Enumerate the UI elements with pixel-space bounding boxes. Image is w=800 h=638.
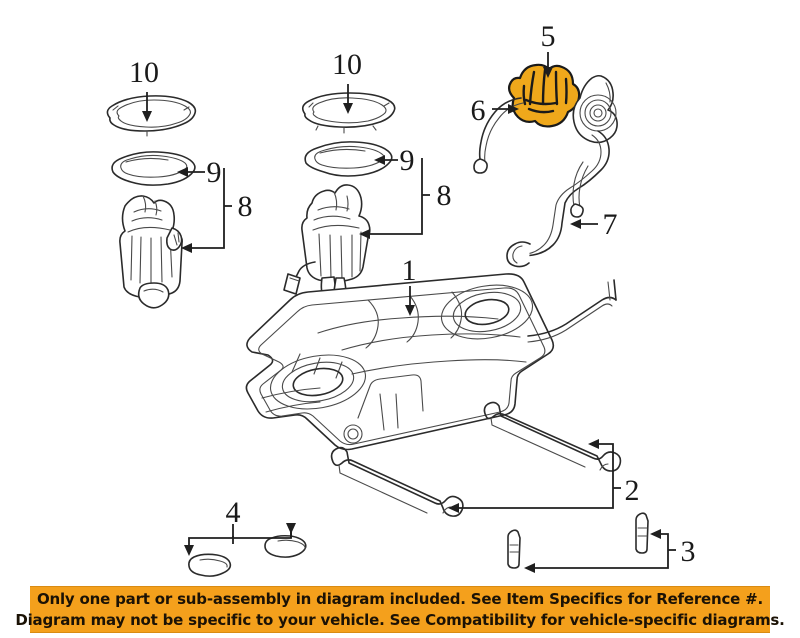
callout-label-5: 5 <box>541 20 556 53</box>
callout-leader-lines <box>142 52 676 573</box>
callout-label-8-left: 8 <box>238 190 253 223</box>
callout-label-7: 7 <box>603 208 618 241</box>
fuel-tank-strap-front <box>330 446 464 517</box>
fuel-tank-strap-rear <box>483 401 622 472</box>
insulator-pad-left <box>188 553 232 577</box>
disclaimer-banner: Only one part or sub-assembly in diagram… <box>15 586 785 633</box>
insulator-pad-right <box>264 534 307 558</box>
fuel-filler-neck-pipe <box>506 74 618 268</box>
callout-label-8-center: 8 <box>437 179 452 212</box>
tank-strap-bolt-right <box>635 512 649 554</box>
callout-label-6: 6 <box>471 94 486 127</box>
fuel-pump-lock-ring-left <box>111 151 196 186</box>
tank-left-opening <box>269 354 367 410</box>
callout-labels: 10 10 9 9 8 8 1 5 6 7 2 3 4 <box>129 20 696 568</box>
fuel-pump-module-left <box>119 195 183 309</box>
disclaimer-line-2: Diagram may not be specific to your vehi… <box>15 610 785 629</box>
tank-strap-bolts <box>507 512 649 569</box>
callout-label-4: 4 <box>226 496 241 529</box>
center-pump-assembly <box>283 92 396 305</box>
tank-right-opening <box>440 284 534 340</box>
callout-label-2: 2 <box>625 474 640 507</box>
fuel-tank <box>245 273 617 451</box>
tank-strap-bolt-left <box>507 529 521 569</box>
callout-label-3: 3 <box>681 535 696 568</box>
callout-label-1: 1 <box>402 254 417 287</box>
callout-label-9-center: 9 <box>400 144 415 177</box>
callout-label-10-left: 10 <box>129 56 159 89</box>
fuel-pump-module-center <box>283 184 371 305</box>
fuel-filler-cap <box>507 63 581 128</box>
callout-label-10-center: 10 <box>332 48 362 81</box>
left-pump-assembly <box>106 95 197 309</box>
filler-neck-opening <box>572 74 618 144</box>
callout-label-9-left: 9 <box>207 156 222 189</box>
disclaimer-line-1: Only one part or sub-assembly in diagram… <box>36 589 764 608</box>
insulator-pads <box>188 534 307 577</box>
fuel-filler-cap-group <box>473 63 581 174</box>
fuel-pump-seal-left <box>106 95 197 137</box>
